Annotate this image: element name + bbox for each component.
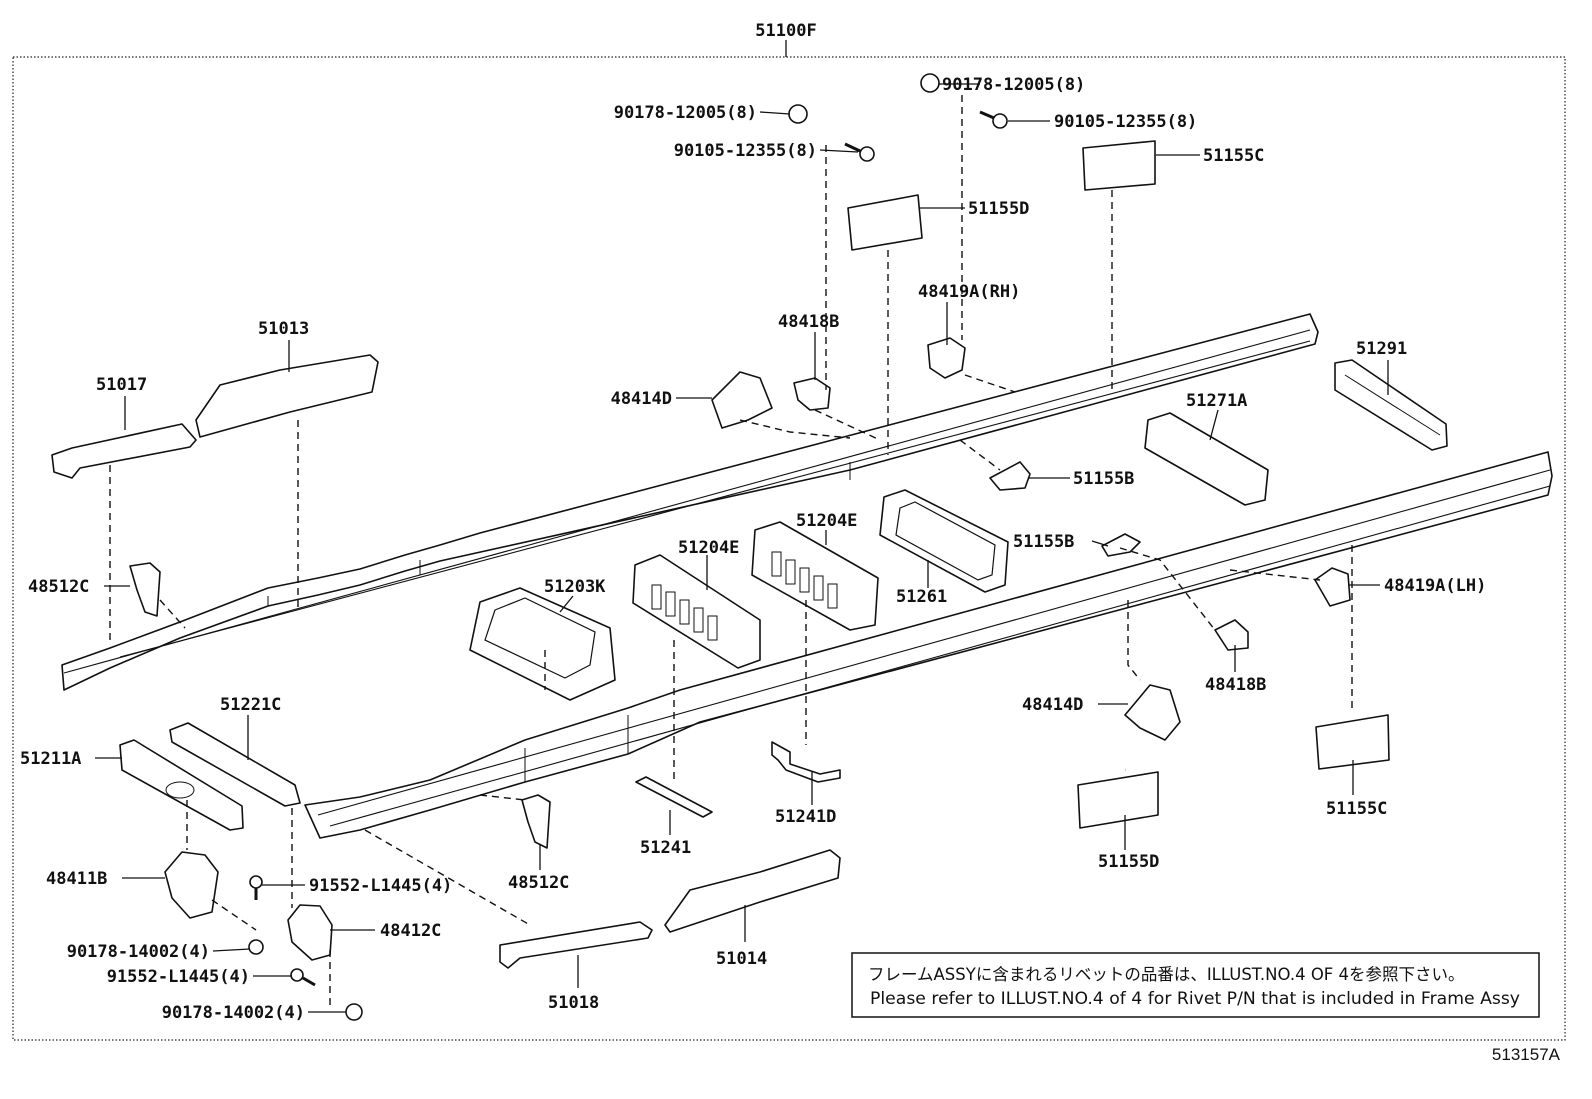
part-label: 51241D <box>775 807 836 827</box>
part-label: 51014 <box>716 949 767 969</box>
plate-51155d-bottom <box>1077 771 1159 829</box>
frame-51013 <box>195 354 379 438</box>
crossmember-51204e-left <box>632 554 761 669</box>
part-label: 48512C <box>28 577 89 597</box>
part-label: 51204E <box>796 511 857 531</box>
plate-51155c-bottom <box>1315 714 1390 770</box>
part-label: 90178-14002(4) <box>162 1003 305 1023</box>
part-label: 90178-14002(4) <box>67 942 210 962</box>
part-label: 51013 <box>258 319 309 339</box>
part-label: 51221C <box>220 695 281 715</box>
part-label: 51203K <box>544 577 606 597</box>
plate-51155c-top <box>1082 140 1156 191</box>
crossmember-51203k <box>469 587 616 701</box>
part-label: 51155B <box>1013 532 1074 552</box>
crossmember-51204e-right <box>751 521 879 631</box>
part-label: 51271A <box>1186 391 1247 411</box>
part-label: 51155C <box>1203 146 1264 166</box>
part-label: 48419A(LH) <box>1384 576 1486 596</box>
bracket-51241d <box>771 741 841 783</box>
bracket-48411b <box>164 851 219 919</box>
assembly-label: 51100F <box>755 21 816 41</box>
diagram-border <box>12 56 1566 1041</box>
bracket-48418b-top <box>793 377 831 411</box>
frame-51014 <box>664 849 841 933</box>
frame-51018 <box>499 921 653 969</box>
assembly-lines <box>109 95 1353 1005</box>
part-label: 48414D <box>1022 695 1083 715</box>
part-label: 48411B <box>46 869 107 889</box>
rivet-note-box: フレームASSYに含まれるリベットの品番は、ILLUST.NO.4 OF 4を参… <box>851 952 1540 1018</box>
part-label: 91552-L1445(4) <box>309 876 452 896</box>
bracket-48419a-rh <box>927 337 966 379</box>
frame-51017 <box>51 423 197 479</box>
part-label: 51155C <box>1326 799 1387 819</box>
nut-icon <box>248 73 940 1021</box>
part-label: 51018 <box>548 993 599 1013</box>
lower-side-rail <box>304 451 1553 839</box>
part-label: 90105-12355(8) <box>674 141 817 161</box>
leader-lines <box>95 83 1389 1013</box>
bolt-icon <box>249 110 1008 987</box>
frame-51211a <box>119 739 244 831</box>
plate-51155d-top <box>847 194 923 251</box>
part-label: 48418B <box>1205 675 1266 695</box>
bracket-48512c-bottom <box>521 794 551 849</box>
bracket-51155b-top <box>989 461 1031 491</box>
part-label: 51211A <box>20 749 81 769</box>
part-label: 51261 <box>896 587 947 607</box>
part-label: 51155D <box>968 199 1029 219</box>
crossmember-51291 <box>1334 359 1448 451</box>
part-label: 90105-12355(8) <box>1054 112 1197 132</box>
part-label: 48414D <box>611 389 672 409</box>
part-label: 51155D <box>1098 852 1159 872</box>
bracket-48418b-bottom <box>1214 619 1249 651</box>
part-label: 48512C <box>508 873 569 893</box>
diagram-id: 513157A <box>1492 1045 1561 1064</box>
part-label: 51017 <box>96 375 147 395</box>
part-label: 48418B <box>778 312 839 332</box>
part-label: 90178-12005(8) <box>942 75 1085 95</box>
part-label: 51241 <box>640 838 691 858</box>
plate-51241 <box>635 776 713 818</box>
part-label: 51291 <box>1356 339 1407 359</box>
part-label: 48412C <box>380 921 441 941</box>
crossmember-51271a <box>1144 412 1269 506</box>
bracket-48512c-left <box>129 562 161 617</box>
part-label: 90178-12005(8) <box>614 103 757 123</box>
bracket-48412c <box>287 904 333 961</box>
bracket-48419a-lh <box>1314 567 1351 607</box>
upper-side-rail <box>61 313 1319 691</box>
bracket-48414d-top <box>711 371 773 429</box>
frame-51221c <box>169 722 301 807</box>
part-label: 51155B <box>1073 469 1134 489</box>
part-label: 48419A(RH) <box>918 282 1020 302</box>
note-japanese: フレームASSYに含まれるリベットの品番は、ILLUST.NO.4 OF 4を参… <box>868 965 1465 984</box>
bracket-48414d-bottom <box>1124 684 1181 741</box>
part-label: 51204E <box>678 538 739 558</box>
crossmember-51261 <box>879 489 1009 593</box>
part-label: 91552-L1445(4) <box>107 967 250 987</box>
note-english: Please refer to ILLUST.NO.4 of 4 for Riv… <box>870 989 1520 1008</box>
bracket-51155b-mid <box>1101 533 1141 557</box>
